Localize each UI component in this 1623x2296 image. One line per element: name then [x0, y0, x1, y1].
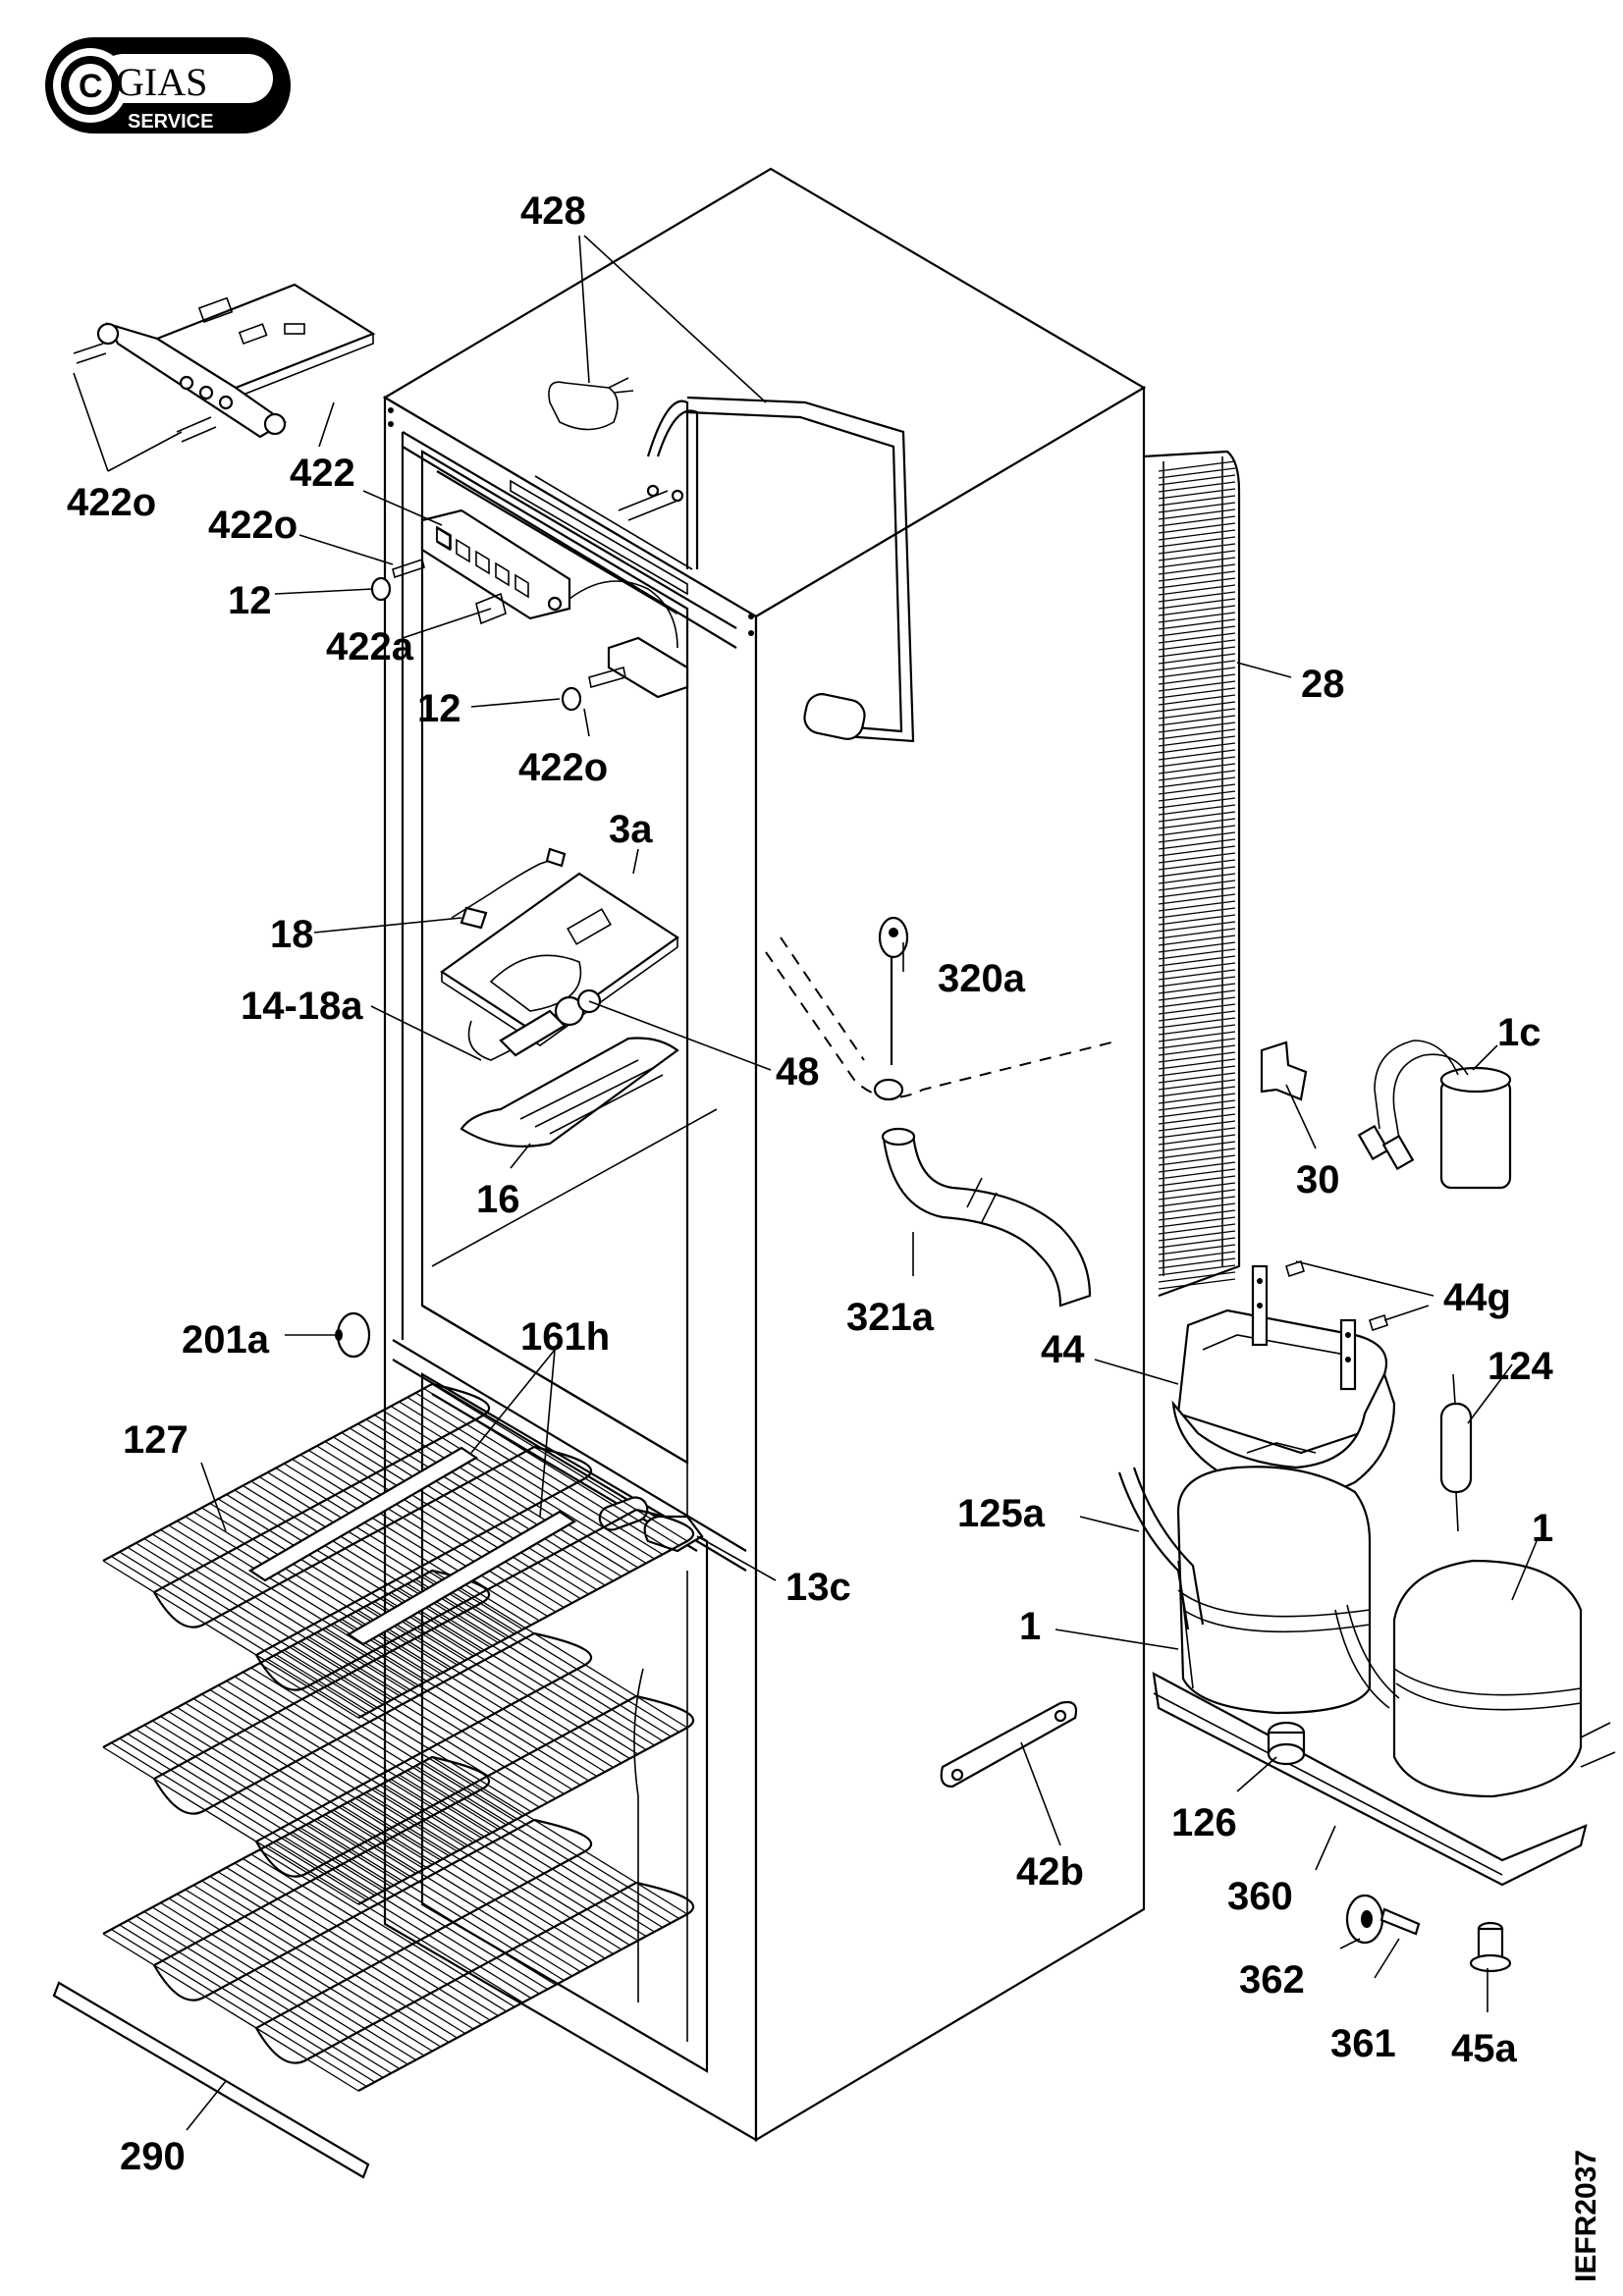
callout-422o: 422o: [67, 481, 156, 524]
lamp-assembly: [440, 847, 679, 1148]
callout-12-b: 12: [417, 687, 461, 730]
callout-1: 1: [1019, 1605, 1041, 1648]
callout-320a: 320a: [938, 957, 1026, 1000]
callout-3a: 3a: [609, 808, 653, 851]
callout-422a: 422a: [326, 625, 414, 668]
wire-290: [52, 1981, 370, 2179]
callout-127: 127: [123, 1418, 189, 1462]
callout-45a: 45a: [1451, 2027, 1517, 2070]
callout-labels: 428 422o 422 422o 12 422a 12 422o 28 3a …: [67, 189, 1553, 2178]
callout-125a: 125a: [957, 1492, 1046, 1535]
cabinet-body: [382, 167, 1147, 2142]
control-panel-422a: [370, 508, 689, 712]
filter-drier-124: [1439, 1373, 1473, 1532]
clip-30: [1260, 1041, 1308, 1101]
callout-161h: 161h: [520, 1315, 610, 1359]
callout-124: 124: [1488, 1345, 1553, 1388]
grommet-126: [1267, 1721, 1306, 1766]
logo-mark: C: [79, 68, 103, 105]
leader-lines: [73, 235, 1538, 2131]
callout-290: 290: [120, 2135, 186, 2178]
callout-16: 16: [476, 1178, 520, 1221]
callout-42b: 42b: [1016, 1850, 1084, 1894]
logo-brand: GIAS: [116, 60, 207, 104]
drip-tray-44: [1171, 1259, 1396, 1499]
callout-361: 361: [1330, 2022, 1396, 2065]
callout-428: 428: [520, 189, 586, 233]
callout-13c: 13c: [785, 1566, 851, 1609]
callout-48: 48: [776, 1050, 820, 1094]
logo-sub: SERVICE: [128, 111, 213, 133]
bracket-42b: [940, 1700, 1078, 1789]
evaporator-127: [102, 1382, 695, 2092]
callout-422o-b: 422o: [208, 504, 298, 547]
drain-hose-321a: [881, 1127, 1092, 1308]
callout-44: 44: [1041, 1328, 1085, 1371]
compressor-1-left: [1176, 1466, 1372, 1715]
callout-14-18a: 14-18a: [241, 985, 363, 1028]
probe-320a: [878, 916, 909, 1065]
callout-422o-c: 422o: [518, 746, 608, 789]
callout-321a: 321a: [846, 1296, 935, 1339]
drawing-code: IEFR2037: [1570, 2150, 1602, 2282]
callout-28: 28: [1301, 663, 1345, 706]
callout-422: 422: [290, 452, 355, 495]
condenser-28: [1143, 450, 1241, 1298]
electronic-board-422: [73, 283, 376, 443]
suction-tube-125a: [1117, 1467, 1400, 1709]
capacitor-1c: [1357, 1040, 1512, 1190]
top-tubing-428: [548, 377, 915, 743]
callout-1c: 1c: [1497, 1011, 1542, 1054]
shelf-guide-dashed: [765, 936, 1120, 1101]
callout-201a: 201a: [182, 1318, 270, 1362]
gias-service-logo: C GIAS SERVICE: [45, 37, 291, 133]
bumper-201a: [335, 1311, 371, 1359]
callout-126: 126: [1171, 1801, 1237, 1844]
callout-360: 360: [1227, 1875, 1293, 1918]
base-plate-360: [1152, 1672, 1588, 1887]
plug-tube: [598, 1496, 649, 1531]
compressor-1-right: [1392, 1559, 1616, 1798]
callout-30: 30: [1296, 1158, 1340, 1201]
callout-362: 362: [1239, 1958, 1305, 2002]
parts-362-361: [1345, 1894, 1421, 1945]
foot-45a: [1469, 1921, 1512, 1973]
callout-1-b: 1: [1532, 1507, 1553, 1550]
callout-12: 12: [228, 579, 272, 622]
callout-18: 18: [270, 913, 314, 956]
callout-44g: 44g: [1443, 1276, 1511, 1319]
